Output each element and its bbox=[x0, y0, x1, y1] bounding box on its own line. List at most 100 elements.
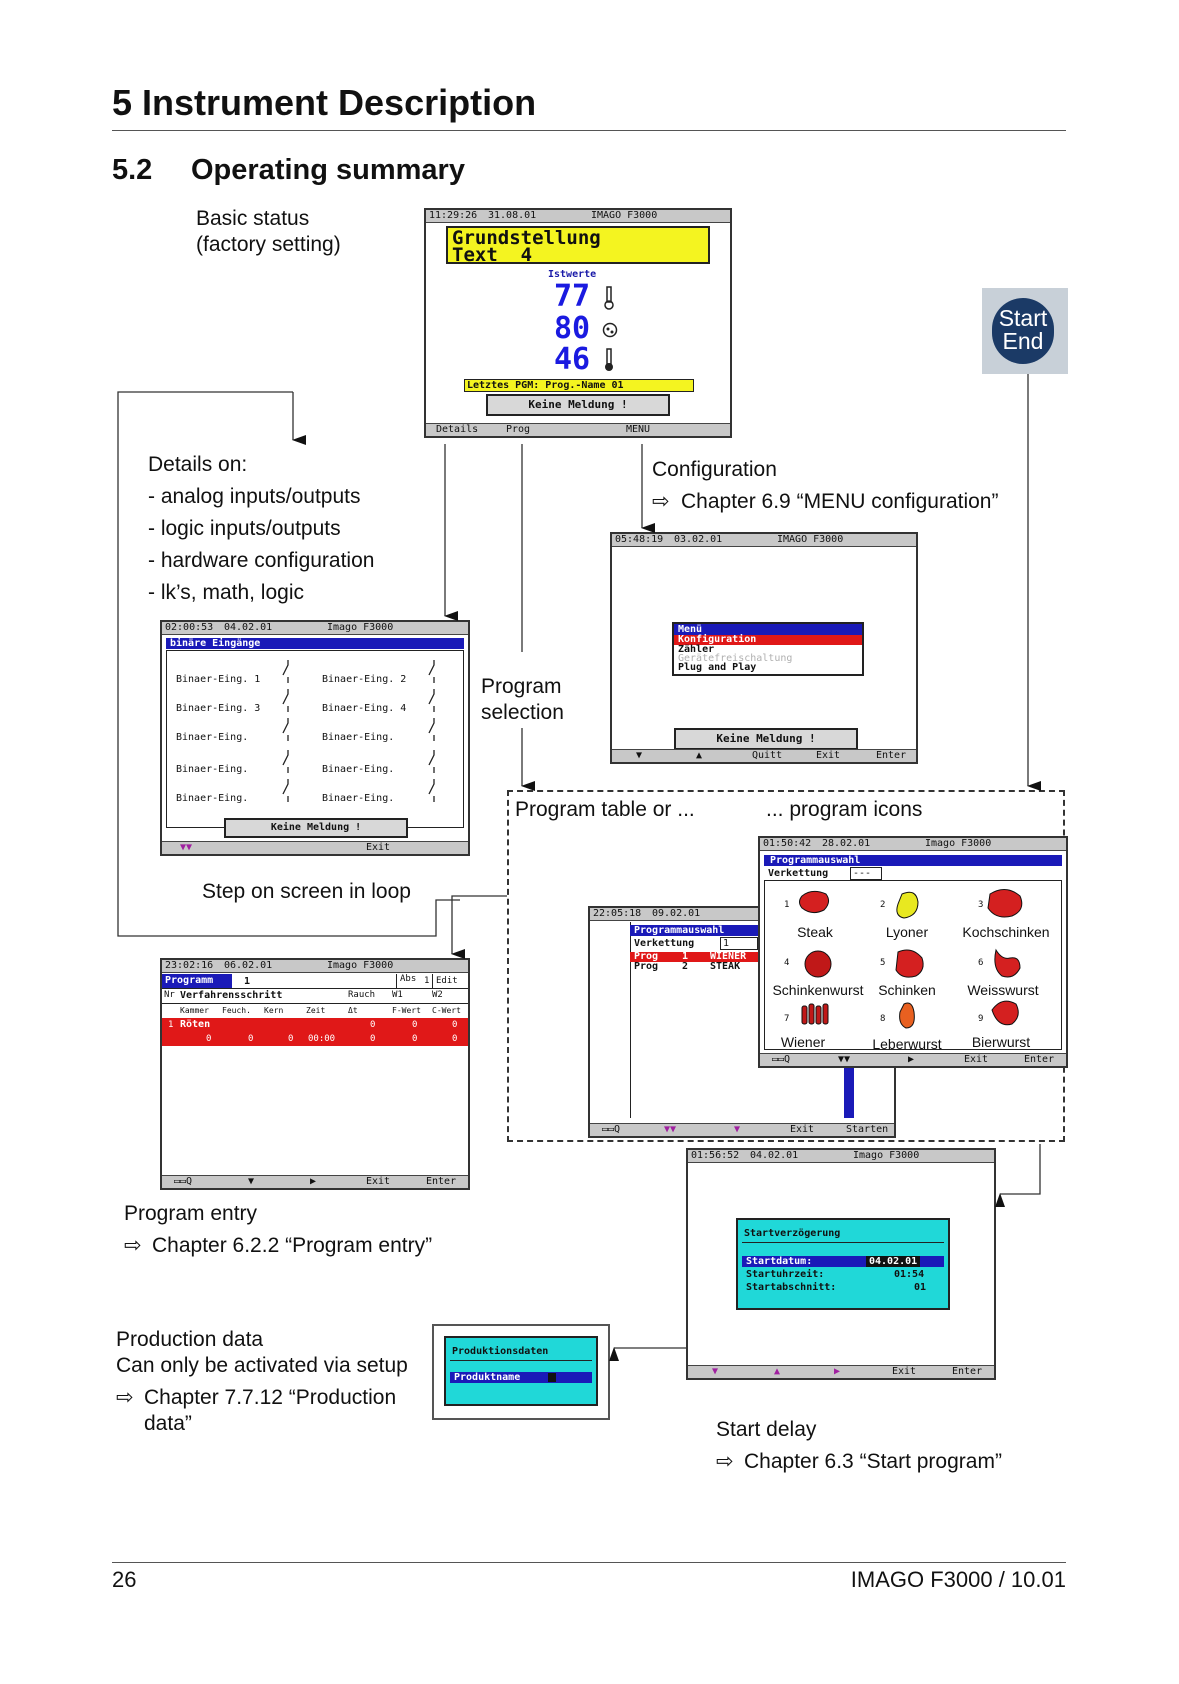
program-icon-label[interactable]: Bierwurst bbox=[971, 1034, 1031, 1050]
col-rauch: Rauch bbox=[348, 990, 376, 1000]
softkey-bar: ▼ ▲ Quitt Exit Enter bbox=[612, 749, 916, 762]
date: 06.02.01 bbox=[224, 960, 273, 971]
chain-input[interactable]: 1 bbox=[720, 937, 758, 950]
scrollbar[interactable] bbox=[844, 1068, 854, 1118]
row-prog: Prog bbox=[634, 951, 659, 962]
program-icon-label[interactable]: Schinkenwurst bbox=[772, 982, 864, 998]
softkey-exit[interactable]: Exit bbox=[964, 1054, 989, 1065]
configuration-label: Configuration bbox=[652, 458, 777, 481]
program-row[interactable]: Prog 2 STEAK bbox=[630, 962, 894, 972]
zoom-icon[interactable]: ▭▭Q bbox=[772, 1054, 791, 1065]
program-icon-label[interactable]: Steak bbox=[797, 924, 833, 940]
status-bar: 01:56:52 04.02.01 Imago F3000 bbox=[688, 1150, 994, 1163]
start-time-value[interactable]: 01:54 bbox=[894, 1269, 925, 1280]
menu-item-freischaltung[interactable]: Gerätefreischaltung bbox=[678, 653, 793, 664]
softkey-exit[interactable]: Exit bbox=[366, 842, 391, 853]
date: 28.02.01 bbox=[822, 838, 871, 849]
scroll-down-icon[interactable]: ▼ bbox=[248, 1176, 255, 1187]
abs-value: 1 bbox=[424, 976, 430, 986]
product-name-field[interactable]: Produktname bbox=[450, 1372, 592, 1383]
step-row-value: 0 bbox=[412, 1020, 418, 1030]
program-icon-label[interactable]: Schinken bbox=[878, 982, 936, 998]
program-icons-screen: 01:50:42 28.02.01 Imago F3000 Programmau… bbox=[758, 836, 1068, 1068]
program-icon-label[interactable]: Leberwurst bbox=[872, 1036, 942, 1052]
start-date-row[interactable] bbox=[742, 1256, 944, 1267]
binary-input-label: Binaer-Eing. 2 bbox=[322, 674, 407, 685]
binary-inputs-screen: 02:00:53 04.02.01 Imago F3000 binäre Ein… bbox=[160, 620, 470, 856]
menu-item-konfiguration[interactable]: Konfiguration bbox=[674, 635, 862, 645]
softkey-exit[interactable]: Exit bbox=[366, 1176, 391, 1187]
details-item-2: - logic inputs/outputs bbox=[148, 517, 341, 540]
program-entry-arrow-icon: ⇨ bbox=[124, 1234, 142, 1257]
core-temp-icon bbox=[605, 348, 613, 371]
menu-item-plug-play[interactable]: Plug and Play bbox=[678, 662, 757, 673]
softkey-starten[interactable]: Starten bbox=[846, 1124, 889, 1135]
binary-input-label: Binaer-Eing. bbox=[322, 732, 395, 743]
item-number: 7 bbox=[784, 1014, 790, 1024]
softkey-exit[interactable]: Exit bbox=[892, 1366, 917, 1377]
arrow-right-icon[interactable]: ▶ bbox=[834, 1366, 841, 1377]
zoom-icon[interactable]: ▭▭Q bbox=[174, 1176, 193, 1187]
edit-button[interactable]: Edit bbox=[432, 974, 458, 988]
start-delay-title: Startverzögerung bbox=[744, 1228, 841, 1239]
main-status-screen: 11:29:26 31.08.01 IMAGO F3000 Grundstell… bbox=[424, 208, 732, 438]
step-row-selected[interactable] bbox=[162, 1018, 468, 1046]
start-section-value[interactable]: 01 bbox=[914, 1282, 927, 1293]
start-end-button[interactable]: Start End bbox=[992, 298, 1054, 364]
softkey-quitt[interactable]: Quitt bbox=[752, 750, 783, 761]
arrow-down-icon[interactable]: ▼ bbox=[636, 750, 643, 761]
softkey-enter[interactable]: Enter bbox=[1024, 1054, 1055, 1065]
scroll-down-icon[interactable]: ▼▼ bbox=[664, 1124, 677, 1135]
arrow-down-icon[interactable]: ▼ bbox=[712, 1366, 719, 1377]
softkey-menu[interactable]: MENU bbox=[626, 424, 651, 435]
clock: 22:05:18 bbox=[593, 908, 642, 919]
end-label: End bbox=[1002, 328, 1044, 354]
softkey-prog[interactable]: Prog bbox=[506, 424, 531, 435]
program-icon-label[interactable]: Kochschinken bbox=[962, 924, 1050, 940]
program-icon-label[interactable]: Wiener bbox=[780, 1034, 826, 1050]
program-entry-label: Program entry bbox=[124, 1202, 258, 1225]
softkey-enter[interactable]: Enter bbox=[426, 1176, 457, 1187]
play-icon[interactable]: ▶ bbox=[908, 1054, 915, 1065]
schinken-icon bbox=[895, 949, 924, 978]
step-row-value: 0 bbox=[370, 1034, 376, 1044]
row-num: 1 bbox=[682, 951, 689, 962]
softkey-exit[interactable]: Exit bbox=[816, 750, 841, 761]
message-box: Keine Meldung ! bbox=[486, 394, 670, 416]
softkey-bar: ▭▭Q ▼▼ ▼ Exit Starten bbox=[590, 1123, 894, 1136]
arrow-up-icon[interactable]: ▲ bbox=[774, 1366, 781, 1377]
play-icon[interactable]: ▶ bbox=[310, 1176, 317, 1187]
page-down-icon[interactable]: ▼ bbox=[734, 1124, 741, 1135]
program-icon-label[interactable]: Lyoner bbox=[885, 924, 929, 940]
configuration-ref: Chapter 6.9 “MENU configuration” bbox=[681, 490, 999, 513]
sub-col: Kern bbox=[264, 1006, 284, 1015]
softkey-details[interactable]: Details bbox=[436, 424, 479, 435]
scroll-down-icon[interactable]: ▼▼ bbox=[180, 842, 193, 853]
sub-col: F-Wert bbox=[392, 1006, 421, 1015]
menu-item-zaehler[interactable]: Zähler bbox=[678, 644, 715, 655]
program-list-frame bbox=[630, 922, 894, 1118]
footer-rule bbox=[112, 1562, 1066, 1563]
step-row-value: 0 bbox=[412, 1034, 418, 1044]
chain-input[interactable]: --- bbox=[850, 867, 882, 880]
item-number: 2 bbox=[880, 900, 886, 910]
zoom-icon[interactable]: ▭▭Q bbox=[602, 1124, 621, 1135]
sub-col: Δt bbox=[348, 1006, 358, 1015]
item-number: 4 bbox=[784, 958, 790, 968]
arrow-up-icon[interactable]: ▲ bbox=[696, 750, 703, 761]
scroll-down-icon[interactable]: ▼▼ bbox=[838, 1054, 851, 1065]
step-loop-label: Step on screen in loop bbox=[202, 880, 411, 903]
program-icon-label[interactable]: Weisswurst bbox=[967, 982, 1039, 998]
softkey-exit[interactable]: Exit bbox=[790, 1124, 815, 1135]
softkey-enter[interactable]: Enter bbox=[876, 750, 907, 761]
clock: 02:00:53 bbox=[165, 622, 214, 633]
start-date-value[interactable]: 04.02.01 bbox=[866, 1256, 921, 1267]
softkey-bar: ▭▭Q ▼ ▶ Exit Enter bbox=[162, 1175, 468, 1188]
row-num: 2 bbox=[682, 961, 689, 972]
menu-title: Menü bbox=[674, 624, 862, 635]
binary-input-label: Binaer-Eing. 4 bbox=[322, 703, 407, 714]
programm-value[interactable]: 1 bbox=[244, 976, 251, 987]
last-program-bar: Letztes PGM: Prog.-Name 01 bbox=[464, 379, 694, 392]
softkey-enter[interactable]: Enter bbox=[952, 1366, 983, 1377]
header-divider bbox=[162, 1003, 468, 1004]
